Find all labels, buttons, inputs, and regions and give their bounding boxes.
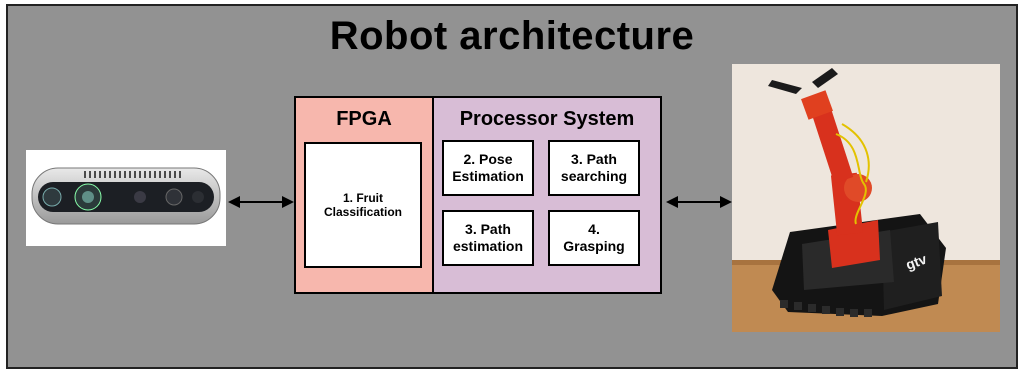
pose-estimation-line1: 2. Pose <box>463 151 513 168</box>
processor-system-section: Processor System 2. Pose Estimation 3. P… <box>434 98 660 292</box>
fpga-header: FPGA <box>336 108 392 130</box>
camera-icon <box>31 167 221 225</box>
depth-camera-image <box>26 150 226 246</box>
robot-arm-icon: gtv <box>732 64 1000 332</box>
architecture-block: FPGA 1. Fruit Classification Processor S… <box>294 96 662 294</box>
path-estimation-line1: 3. Path <box>465 221 511 238</box>
path-estimation-box: 3. Path estimation <box>442 210 534 266</box>
pose-estimation-line2: Estimation <box>452 168 524 184</box>
fpga-section: FPGA 1. Fruit Classification <box>296 98 434 292</box>
grasping-line1: 4. <box>588 221 600 238</box>
diagram-title: Robot architecture <box>329 14 695 58</box>
fruit-classification-line1: 1. Fruit <box>342 190 383 205</box>
camera-to-fpga-arrow <box>228 196 294 208</box>
pose-estimation-box: 2. Pose Estimation <box>442 140 534 196</box>
path-estimation-line2: estimation <box>452 238 523 254</box>
grasping-box: 4. Grasping <box>548 210 640 266</box>
fruit-classification-box: 1. Fruit Classification <box>304 142 422 268</box>
fruit-classification-line2: Classification <box>323 205 403 219</box>
processor-system-header: Processor System <box>459 108 635 130</box>
robot-image: gtv <box>732 64 1000 332</box>
path-searching-line1: 3. Path <box>571 151 617 168</box>
grasping-line2: Grasping <box>563 238 625 254</box>
path-searching-line2: searching <box>560 168 628 184</box>
path-searching-box: 3. Path searching <box>548 140 640 196</box>
robot-logo-text: gtv <box>904 251 929 273</box>
processor-to-robot-arrow <box>666 196 732 208</box>
